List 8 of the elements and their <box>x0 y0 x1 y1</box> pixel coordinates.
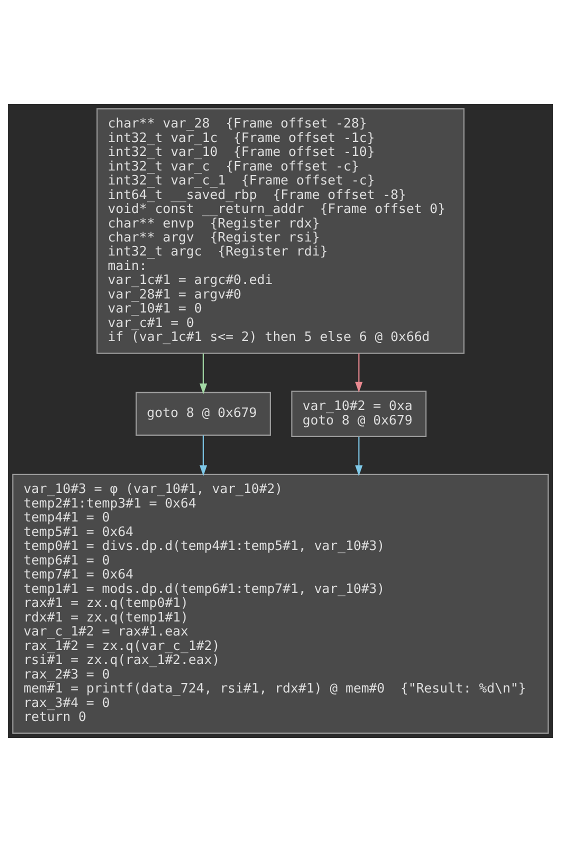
arrow <box>355 436 363 476</box>
node-box: var_10#2 = 0xa goto 8 @ 0x679 <box>291 390 427 437</box>
node-box: goto 8 @ 0x679 <box>136 391 271 436</box>
node-box: var_10#3 = φ (var_10#1, var_10#2) temp2#1:temp3#1 = 0x64 temp4#1 = 0 temp5#1 = 0x64 temp0#1 = divs.dp.d(temp4#1:temp5#1, var_10#3) temp6#1 = 0 temp7#1 = 0x64 temp1#1 = mods.dp.d(temp6#1:temp7#1, var_10#3) rax#1 = zx.q(temp0#1) rdx#1 = zx.q(temp1#1) var_c_1#2 = rax#1.eax rax_1#2 = zx.q(var_c_1#2) rsi#1 = zx.q(rax_1#2.eax) rax_2#3 = 0 mem#1 = printf(data_724, rsi#1, rdx#1) @ mem#0 {"Result: %d\n"} rax_3#4 = 0 return 0 <box>12 473 549 734</box>
node-box: char** var_28 {Frame offset -28} int32_t var_1c {Frame offset -1c} int32_t var_10 {Frame offset -10} int32_t var_c {Frame offset -c} int32_t var_c_1 {Frame offset -c} int64_t __saved_rbp {Frame offset -8} void* const __return_addr {Frame offset 0} char** envp {Register rdx} char** argv {Register rsi} int32_t argc {Register rdi} main: var_1c#1 = argc#0.edi var_28#1 = argv#0 var_10#1 = 0 var_c#1 = 0 if (var_1c#1 s<= 2) then 5 else 6 @ 0x66d <box>96 108 465 354</box>
arrow <box>200 353 208 394</box>
arrow <box>200 434 208 476</box>
arrow <box>355 353 363 392</box>
